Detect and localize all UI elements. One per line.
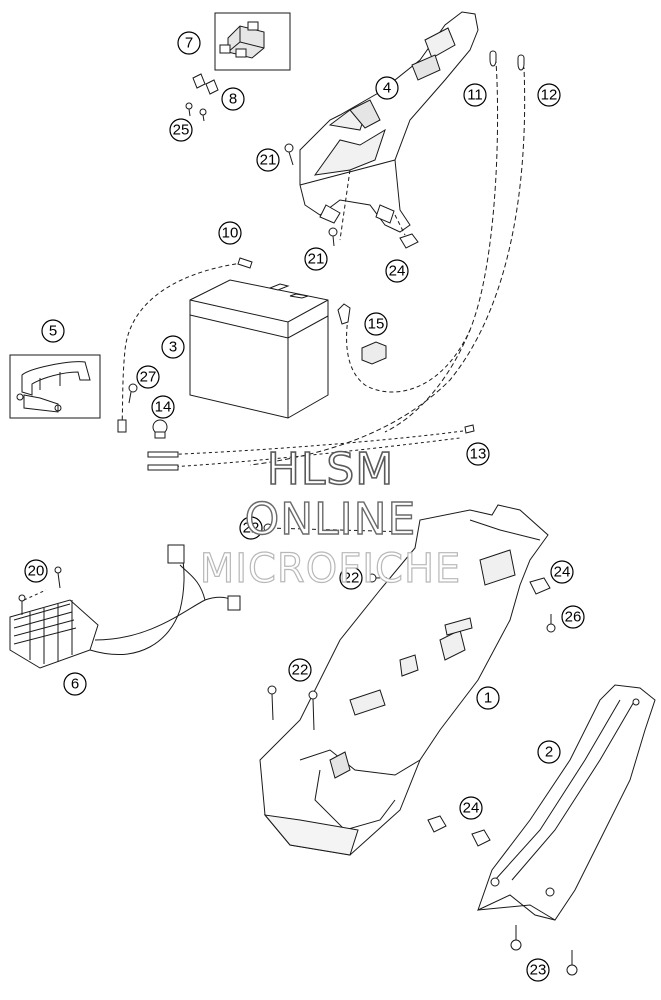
watermark-line-2: ONLINE <box>244 493 417 545</box>
part-21-screws <box>284 143 338 247</box>
watermark-line-3: MICROFICHE <box>199 545 462 592</box>
callout-5: 5 <box>41 319 65 343</box>
svg-text:27: 27 <box>140 369 157 386</box>
part-1-battery-box <box>259 504 549 856</box>
svg-text:22: 22 <box>243 520 260 537</box>
part-3-battery <box>189 279 329 419</box>
part-26-screw <box>546 614 556 633</box>
callout-10: 10 <box>218 221 242 245</box>
callout-21-lower: 21 <box>304 247 328 271</box>
part-7-relay <box>214 12 291 71</box>
callout-6: 6 <box>63 672 87 696</box>
callout-22-middle: 22 <box>339 566 363 590</box>
svg-text:15: 15 <box>368 316 385 333</box>
callout-4: 4 <box>375 76 399 100</box>
svg-text:10: 10 <box>222 225 239 242</box>
svg-text:25: 25 <box>173 122 190 139</box>
callout-24-lower: 24 <box>459 796 483 820</box>
bracket-leader-lines <box>339 169 406 241</box>
callout-1: 1 <box>476 686 500 710</box>
part-24-clip-right <box>529 577 551 595</box>
svg-text:7: 7 <box>185 35 193 52</box>
svg-text:3: 3 <box>169 339 177 356</box>
svg-text:14: 14 <box>155 399 172 416</box>
callout-2: 2 <box>537 740 561 764</box>
part-6-regulator <box>9 544 241 669</box>
callout-21-upper: 21 <box>256 148 280 172</box>
part-22-screws-lower <box>267 685 318 731</box>
parts-11-12-cables <box>249 50 526 466</box>
callout-3: 3 <box>161 335 185 359</box>
svg-text:5: 5 <box>49 323 57 340</box>
svg-text:11: 11 <box>467 87 483 104</box>
callout-26: 26 <box>561 605 585 629</box>
part-14-bulb <box>152 419 168 439</box>
part-22-screw-upper <box>263 523 411 533</box>
watermark-line-1: HLSM <box>266 443 395 496</box>
part-4-bracket <box>299 11 479 233</box>
part-20-screws <box>18 566 62 615</box>
part-13-cables <box>147 424 475 471</box>
svg-text:21: 21 <box>308 251 325 268</box>
svg-text:21: 21 <box>260 152 277 169</box>
callout-25: 25 <box>169 118 193 142</box>
svg-text:6: 6 <box>71 676 79 693</box>
part-10-cable <box>117 257 253 433</box>
callout-23: 23 <box>526 958 550 982</box>
svg-text:24: 24 <box>554 564 571 581</box>
callout-15: 15 <box>364 312 388 336</box>
callout-27: 27 <box>136 365 160 389</box>
svg-text:23: 23 <box>530 962 547 979</box>
callout-11: 11 <box>463 83 487 107</box>
part-23-screws <box>510 925 578 976</box>
svg-text:22: 22 <box>343 570 360 587</box>
callout-20: 20 <box>24 559 48 583</box>
svg-text:4: 4 <box>383 80 391 97</box>
callout-8: 8 <box>221 87 245 111</box>
part-25-screws <box>185 102 207 122</box>
part-2-cover <box>477 684 656 921</box>
svg-text:24: 24 <box>389 263 406 280</box>
part-27-screw <box>128 383 138 404</box>
svg-text:26: 26 <box>565 609 582 626</box>
callout-12: 12 <box>537 83 561 107</box>
callout-24-right: 24 <box>550 560 574 584</box>
svg-text:24: 24 <box>463 800 480 817</box>
svg-text:12: 12 <box>541 87 558 104</box>
callout-22-lower: 22 <box>288 658 312 682</box>
svg-text:1: 1 <box>484 690 492 707</box>
callout-13: 13 <box>466 442 490 466</box>
callout-7: 7 <box>177 31 201 55</box>
svg-text:2: 2 <box>545 744 553 761</box>
callout-22-upper: 22 <box>239 516 263 540</box>
svg-text:20: 20 <box>28 563 45 580</box>
callout-14: 14 <box>151 395 175 419</box>
part-24-clips-lower <box>427 815 491 847</box>
part-15-fuse <box>361 341 387 365</box>
part-5-strap <box>9 354 101 419</box>
svg-text:13: 13 <box>470 446 487 463</box>
svg-text:8: 8 <box>229 91 237 108</box>
svg-text:22: 22 <box>292 662 309 679</box>
part-24-clip-upper <box>399 233 419 249</box>
part-8-clips <box>192 73 219 95</box>
callout-24-upper: 24 <box>385 259 409 283</box>
